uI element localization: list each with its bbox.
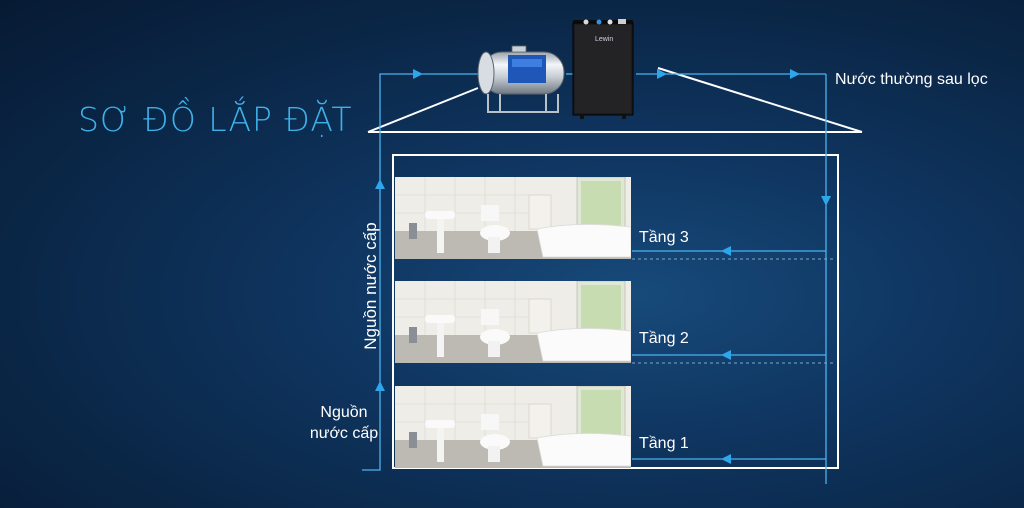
flow-arrows	[375, 69, 831, 464]
house-outline	[367, 67, 863, 469]
floor-1-label: Tầng 1	[639, 435, 689, 452]
filtered-water-label: Nước thường sau lọc	[835, 71, 988, 88]
supply-pipe	[362, 73, 478, 471]
arrow-up-icon	[375, 381, 385, 391]
bathroom-photo	[395, 386, 631, 468]
bathroom-photo-floor-1	[395, 386, 631, 468]
arrow-left-icon	[721, 454, 731, 464]
roof-right	[657, 67, 863, 133]
arrow-down-icon	[821, 196, 831, 206]
arrow-right-icon	[657, 69, 667, 79]
page-title: SƠ ĐỒ LẮP ĐẶT	[78, 100, 353, 139]
floor-2-label: Tầng 2	[639, 330, 689, 347]
roof-left	[367, 87, 479, 133]
filter-cabinet-icon	[572, 19, 634, 119]
arrow-right-icon	[790, 69, 800, 79]
arrow-left-icon	[721, 350, 731, 360]
bathroom-photo	[395, 281, 631, 363]
water-tank-icon	[477, 45, 565, 113]
bathroom-photo-floor-3	[395, 177, 631, 259]
arrow-left-icon	[721, 246, 731, 256]
brand-label: Lewin	[595, 36, 614, 43]
floor-dividers	[632, 258, 836, 364]
supply-label-bottom: Nguồn nước cấp	[309, 404, 379, 442]
bathroom-photo-floor-2	[395, 281, 631, 363]
bathroom-photo	[395, 177, 631, 259]
arrow-right-icon	[413, 69, 423, 79]
supply-label-vertical: Nguồn nước cấp	[361, 222, 380, 350]
house-walls	[392, 154, 839, 469]
floor-3-label: Tầng 3	[639, 229, 689, 246]
arrow-up-icon	[375, 179, 385, 189]
